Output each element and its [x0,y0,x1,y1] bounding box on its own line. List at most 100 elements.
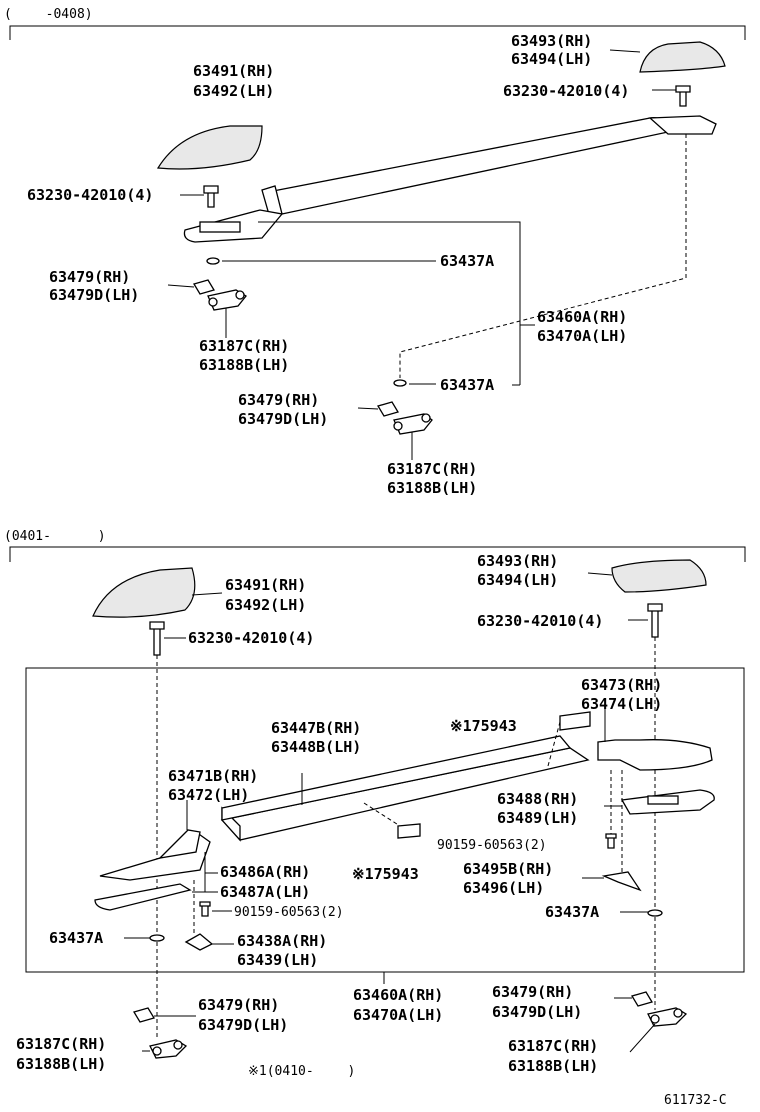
label-63470a: 63470A(LH) [537,327,627,345]
leader-line [167,284,195,288]
washer-part [149,934,165,942]
label-90159-right: 90159-60563(2) [437,838,547,853]
label-63479d: 63479D(LH) [238,410,328,428]
rail-top-face [221,735,572,821]
label-63471b: 63471B(RH) [168,767,258,785]
plate-slot [647,795,679,805]
rear-leg-part [597,739,713,771]
bolt-part [149,621,165,656]
rear-end-cover-part [639,41,726,73]
label-63492: 63492(LH) [225,596,306,614]
pad-part [377,401,399,417]
label-63188b: 63188B(LH) [16,1055,106,1073]
top-section-bracket [9,25,746,40]
label-63479d: 63479D(LH) [492,1003,582,1021]
nut-part [235,290,245,300]
label-175943: ※175943 [450,717,517,735]
assembly-dashed-line [399,134,687,378]
pad-part [631,991,653,1007]
nut-part [173,1040,183,1050]
label-63187c: 63187C(RH) [508,1037,598,1055]
label-63437a: 63437A [440,376,494,394]
label-63473: 63473(RH) [581,676,662,694]
label-63187c: 63187C(RH) [199,337,289,355]
tape-part [397,823,421,839]
nut-part [650,1014,660,1024]
bolt-part [203,185,219,208]
washer-part [206,257,220,265]
label-63188b: 63188B(LH) [199,356,289,374]
label-63230-right: 63230-42010(4) [503,82,629,100]
mounting-plate-part [94,883,192,911]
label-63447b: 63447B(RH) [271,719,361,737]
label-63493: 63493(RH) [477,552,558,570]
label-63479: 63479(RH) [49,268,130,286]
figure-code: 611732-C [664,1093,727,1108]
nut-part [421,413,431,423]
pad-part [133,1007,155,1023]
pad-part [193,279,215,295]
label-63494: 63494(LH) [511,50,592,68]
nut-part [673,1008,683,1018]
label-63439: 63439(LH) [237,951,318,969]
label-175943: ※175943 [352,865,419,883]
roof-rail-part [267,116,670,215]
label-63486a: 63486A(RH) [220,863,310,881]
rail-leg-slot [199,221,241,233]
nut-part [393,421,403,431]
rear-end-cover-part [611,559,707,593]
front-leg-cap [158,829,201,859]
label-63460a: 63460A(RH) [537,308,627,326]
label-63479: 63479(RH) [238,391,319,409]
label-63437a-right: 63437A [545,903,599,921]
screw-part [605,833,617,849]
label-63492: 63492(LH) [193,82,274,100]
label-63230-left: 63230-42010(4) [188,629,314,647]
label-63493: 63493(RH) [511,32,592,50]
leader-line [587,572,613,576]
assembly-box [25,667,745,973]
leader-line [629,1023,656,1053]
leader-line [191,592,223,596]
leader-line [258,221,521,385]
label-63460a: 63460A(RH) [353,986,443,1004]
label-63474: 63474(LH) [581,695,662,713]
label-63472: 63472(LH) [168,786,249,804]
front-end-cover-part [156,125,263,170]
label-90159-left: 90159-60563(2) [234,905,344,920]
front-end-cover-part [92,567,196,618]
label-63494: 63494(LH) [477,571,558,589]
label-63230-left: 63230-42010(4) [27,186,153,204]
clip-part [184,933,214,951]
bottom-range-label: (0401- ) [4,529,106,544]
label-63187c: 63187C(RH) [387,460,477,478]
leader-line [609,49,641,53]
label-63470a: 63470A(LH) [353,1006,443,1024]
screw-part [199,901,211,917]
top-range-label: ( -0408) [4,7,93,22]
label-63487a: 63487A(LH) [220,883,310,901]
label-63488: 63488(RH) [497,790,578,808]
label-63437a-left: 63437A [49,929,103,947]
label-63489: 63489(LH) [497,809,578,827]
label-63230-right: 63230-42010(4) [477,612,603,630]
bolt-part [675,85,691,107]
label-63496: 63496(LH) [463,879,544,897]
label-63491: 63491(RH) [193,62,274,80]
label-63479: 63479(RH) [198,996,279,1014]
washer-part [393,379,407,387]
label-63438a: 63438A(RH) [237,932,327,950]
label-63187c: 63187C(RH) [16,1035,106,1053]
label-63495b: 63495B(RH) [463,860,553,878]
rail-leg-rear [648,115,717,135]
bottom-section-bracket [9,546,746,562]
washer-part [647,909,663,917]
assembly-dashed-line [547,721,561,767]
nut-part [208,297,218,307]
nut-part [152,1046,162,1056]
label-63188b: 63188B(LH) [508,1057,598,1075]
label-63448b: 63448B(LH) [271,738,361,756]
label-63479: 63479(RH) [492,983,573,1001]
